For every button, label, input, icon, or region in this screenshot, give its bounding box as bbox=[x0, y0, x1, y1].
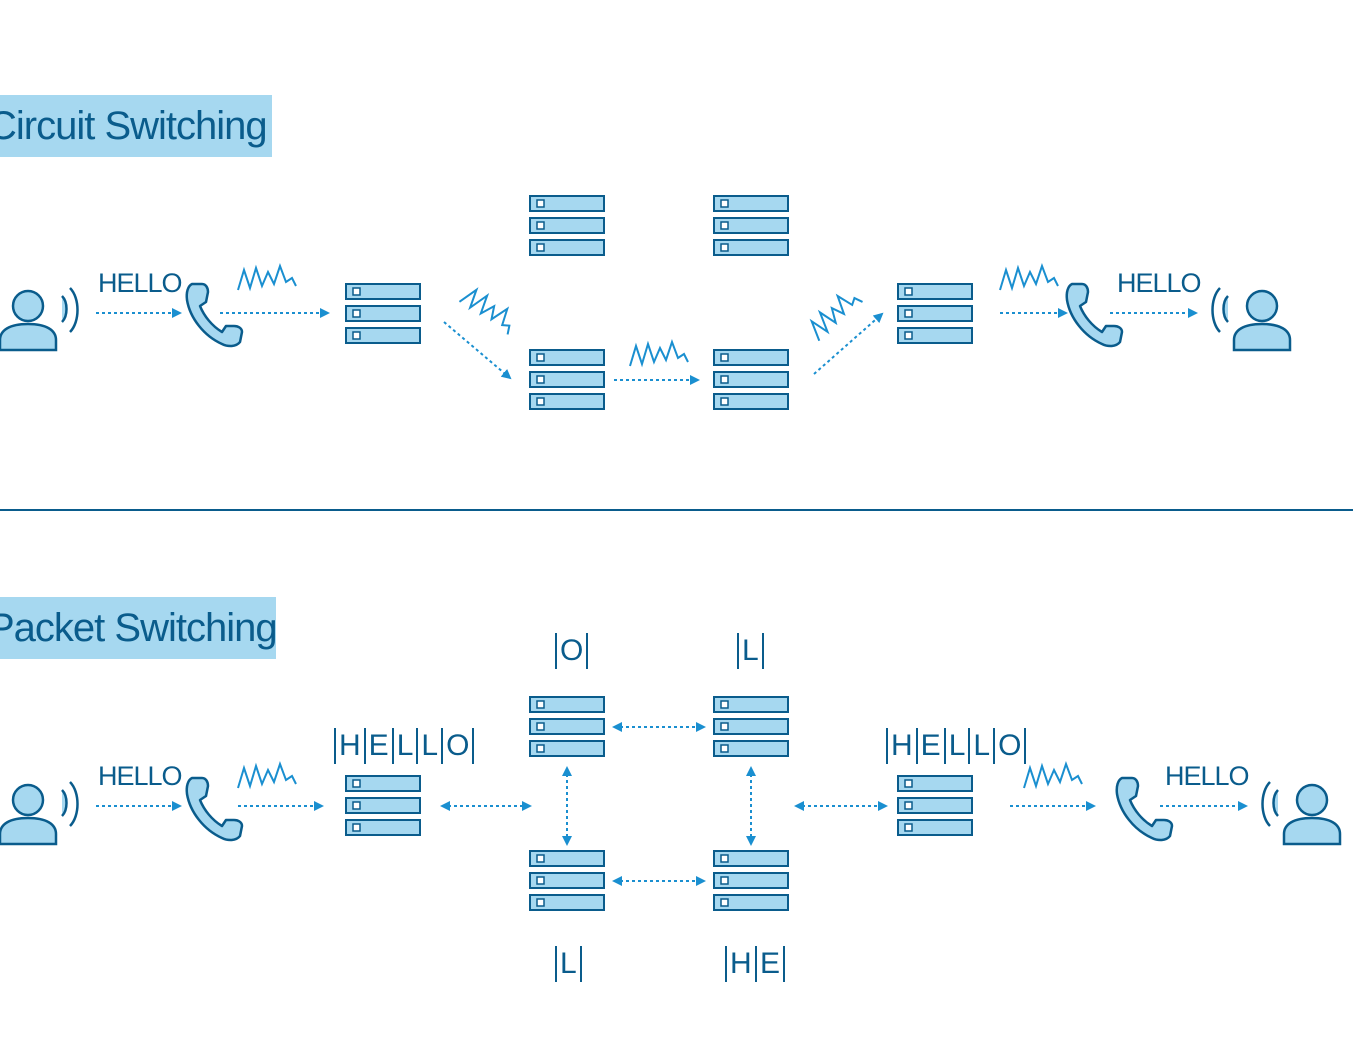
packet-letter: O bbox=[441, 728, 475, 764]
packet-letter: O bbox=[993, 728, 1027, 764]
circuit-server-top-mid2-icon bbox=[713, 195, 789, 256]
circuit-receiver-person-icon bbox=[1211, 286, 1292, 352]
circuit-server-left-icon bbox=[345, 283, 421, 344]
packet-letter: L bbox=[416, 728, 441, 764]
packet-server-left-icon bbox=[345, 775, 421, 836]
packet-letter: E bbox=[363, 728, 392, 764]
circuit-send-message: HELLO bbox=[98, 268, 183, 298]
packet-receive-message: HELLO bbox=[1165, 761, 1250, 791]
circuit-phone-left-icon bbox=[185, 282, 244, 348]
packet-server-top-mid1-icon bbox=[529, 696, 605, 757]
circuit-server-top-mid1-icon bbox=[529, 195, 605, 256]
packet-letter: L bbox=[391, 728, 417, 764]
packet-sender-person-icon bbox=[0, 780, 79, 846]
circuit-server-right-icon bbox=[897, 283, 973, 344]
packet-wave-2-icon bbox=[1023, 763, 1083, 789]
packet-receiver-person-icon bbox=[1261, 780, 1342, 846]
circuit-switching-title: Circuit Switching bbox=[0, 95, 272, 157]
circuit-wave-1-icon bbox=[237, 265, 297, 291]
circuit-arrow-3 bbox=[443, 321, 512, 380]
circuit-wave-4-icon bbox=[803, 285, 866, 342]
packet-switching-title: Packet Switching bbox=[0, 597, 276, 659]
packet-server-top-mid2-icon bbox=[713, 696, 789, 757]
packet-top-right: L bbox=[737, 633, 764, 669]
circuit-receive-message: HELLO bbox=[1117, 268, 1202, 298]
packet-send-message: HELLO bbox=[98, 761, 183, 791]
packet-letter: H bbox=[886, 728, 916, 764]
packet-letter: H bbox=[334, 728, 364, 764]
packet-server-right-icon bbox=[897, 775, 973, 836]
circuit-server-bottom-mid2-icon bbox=[713, 349, 789, 410]
packet-bottom-right-e: E bbox=[755, 946, 786, 982]
packet-letter: L bbox=[555, 946, 582, 982]
circuit-wave-3-icon bbox=[629, 341, 689, 367]
packet-server-bottom-mid1-icon bbox=[529, 850, 605, 911]
packet-letter: E bbox=[915, 728, 944, 764]
circuit-server-bottom-mid1-icon bbox=[529, 349, 605, 410]
packet-letter: L bbox=[737, 633, 764, 669]
packet-phone-left-icon bbox=[185, 776, 244, 842]
packet-server-bottom-mid2-icon bbox=[713, 850, 789, 911]
circuit-sender-person-icon bbox=[0, 286, 79, 352]
packet-bottom-left: L bbox=[555, 946, 582, 982]
packet-top-left: O bbox=[555, 633, 589, 669]
packet-bottom-right-h: H bbox=[725, 946, 757, 982]
packet-letter: H bbox=[725, 946, 757, 982]
packet-letter: E bbox=[755, 946, 786, 982]
packet-letter: L bbox=[943, 728, 969, 764]
circuit-wave-5-icon bbox=[999, 265, 1059, 291]
packet-phone-right-icon bbox=[1115, 776, 1174, 842]
circuit-wave-2-icon bbox=[458, 281, 521, 339]
packet-letter: O bbox=[555, 633, 589, 669]
packet-wave-1-icon bbox=[237, 763, 297, 789]
packet-letter: L bbox=[968, 728, 993, 764]
circuit-phone-right-icon bbox=[1065, 282, 1124, 348]
